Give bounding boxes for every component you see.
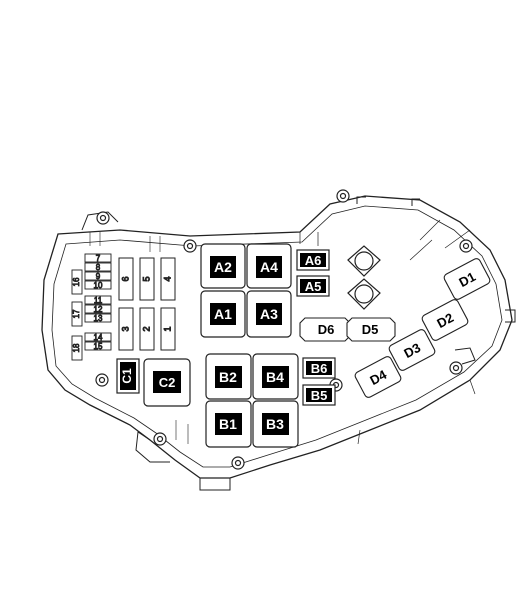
relay-A3: A3 <box>246 290 292 338</box>
relay-D3-label: D3 <box>401 340 423 361</box>
fuse-4-label: 4 <box>162 276 172 281</box>
relay-B5-label: B5 <box>311 388 328 403</box>
relay-A3-label: A3 <box>260 306 278 322</box>
mini-fuse-14: 14 <box>84 332 112 342</box>
fuse-15-label: 15 <box>94 342 103 351</box>
large-fuse-1: 1 <box>160 307 176 351</box>
relay-D3: D3 <box>388 329 436 371</box>
fuse-7-label: 7 <box>96 254 101 263</box>
large-fuse-3: 3 <box>118 307 134 351</box>
relay-A1: A1 <box>200 290 246 338</box>
large-fuse-2: 2 <box>139 307 155 351</box>
mini-fuse-8: 8 <box>84 262 112 272</box>
fuse-2-label: 2 <box>141 326 151 331</box>
mini-fuse-12: 12 <box>84 304 112 314</box>
mini-fuse-13: 13 <box>84 313 112 323</box>
relay-B2-label: B2 <box>219 369 237 385</box>
relay-B1-label: B1 <box>219 416 237 432</box>
relay-D6: D6 <box>299 317 351 342</box>
large-fuse-4: 4 <box>160 257 176 301</box>
fuse-16-label: 16 <box>72 277 81 286</box>
relay-B4: B4 <box>252 353 299 400</box>
fuse-12-label: 12 <box>94 305 103 314</box>
large-fuse-5: 5 <box>139 257 155 301</box>
relay-D4: D4 <box>354 356 402 398</box>
mounting-hole <box>153 432 167 446</box>
mounting-hole <box>96 211 110 225</box>
side-fuse-16: 16 <box>71 269 83 295</box>
relay-A4: A4 <box>246 243 292 289</box>
connector-bosses <box>347 245 381 310</box>
fuse-11-label: 11 <box>94 296 103 305</box>
relay-A5: A5 <box>296 275 330 297</box>
relay-D6-label: D6 <box>318 322 335 337</box>
mounting-hole <box>336 189 350 203</box>
relay-B6-label: B6 <box>311 361 328 376</box>
relay-D4-label: D4 <box>367 367 389 388</box>
relay-group-c: C1 C2 <box>116 358 191 407</box>
mini-fuse-9: 9 <box>84 271 112 281</box>
fuse-18-label: 18 <box>72 343 81 352</box>
fuse-9-label: 9 <box>96 272 101 281</box>
relay-A4-label: A4 <box>260 259 278 275</box>
mounting-hole <box>459 239 473 253</box>
relay-B5: B5 <box>302 384 336 406</box>
relay-C2: C2 <box>143 358 191 407</box>
fuse-13-label: 13 <box>94 314 103 323</box>
large-fuse-6: 6 <box>118 257 134 301</box>
mounting-hole <box>183 239 197 253</box>
relay-D1: D1 <box>443 258 491 300</box>
mini-fuse-7: 7 <box>84 253 112 263</box>
connector-boss-upper <box>347 245 381 277</box>
relay-A6-label: A6 <box>305 253 322 268</box>
side-fuse-18: 18 <box>71 335 83 361</box>
relay-B1: B1 <box>205 400 252 448</box>
relay-A1-label: A1 <box>214 306 232 322</box>
fuse-3-label: 3 <box>120 326 130 331</box>
mounting-hole <box>95 373 109 387</box>
relay-D1-label: D1 <box>456 269 478 290</box>
mini-fuse-11: 11 <box>84 295 112 305</box>
relay-A2-label: A2 <box>214 259 232 275</box>
relay-A6: A6 <box>296 249 330 271</box>
relay-B3-label: B3 <box>266 416 284 432</box>
mini-fuse-group: 7 8 9 10 11 12 13 14 15 <box>84 253 112 351</box>
relay-B3: B3 <box>252 400 299 448</box>
mounting-hole <box>449 361 463 375</box>
fuse-17-label: 17 <box>72 309 81 318</box>
relay-group-d: D6 D5 D4 D3 D2 D1 <box>299 258 491 398</box>
relay-A5-label: A5 <box>305 279 322 294</box>
relay-C1: C1 <box>116 358 140 394</box>
fuse-6-label: 6 <box>120 276 130 281</box>
relay-group-b: B2 B4 B1 B3 B6 B5 <box>205 353 336 448</box>
large-fuse-group: 6 5 4 3 2 1 <box>118 257 176 351</box>
relay-D5: D5 <box>346 317 396 342</box>
side-fuse-group: 16 17 18 <box>71 269 83 361</box>
mounting-hole <box>231 456 245 470</box>
fuse-14-label: 14 <box>94 333 103 342</box>
relay-D2-label: D2 <box>434 310 456 331</box>
mini-fuse-15: 15 <box>84 341 112 351</box>
relay-C2-label: C2 <box>159 375 176 390</box>
relay-C1-label: C1 <box>120 368 134 384</box>
connector-boss-lower <box>347 278 381 310</box>
relay-group-a: A2 A4 A1 A3 A6 A5 <box>200 243 330 338</box>
relay-A2: A2 <box>200 243 246 289</box>
relay-D5-label: D5 <box>362 322 379 337</box>
side-fuse-17: 17 <box>71 301 83 327</box>
fuse-8-label: 8 <box>96 263 101 272</box>
mini-fuse-10: 10 <box>84 280 112 290</box>
fuse-5-label: 5 <box>141 276 151 281</box>
mounting-holes <box>95 189 473 470</box>
relay-B6: B6 <box>302 357 336 379</box>
relay-B4-label: B4 <box>266 369 284 385</box>
fuse-10-label: 10 <box>94 281 103 290</box>
fuse-1-label: 1 <box>162 326 172 331</box>
relay-B2: B2 <box>205 353 252 400</box>
relay-D2: D2 <box>421 299 469 341</box>
